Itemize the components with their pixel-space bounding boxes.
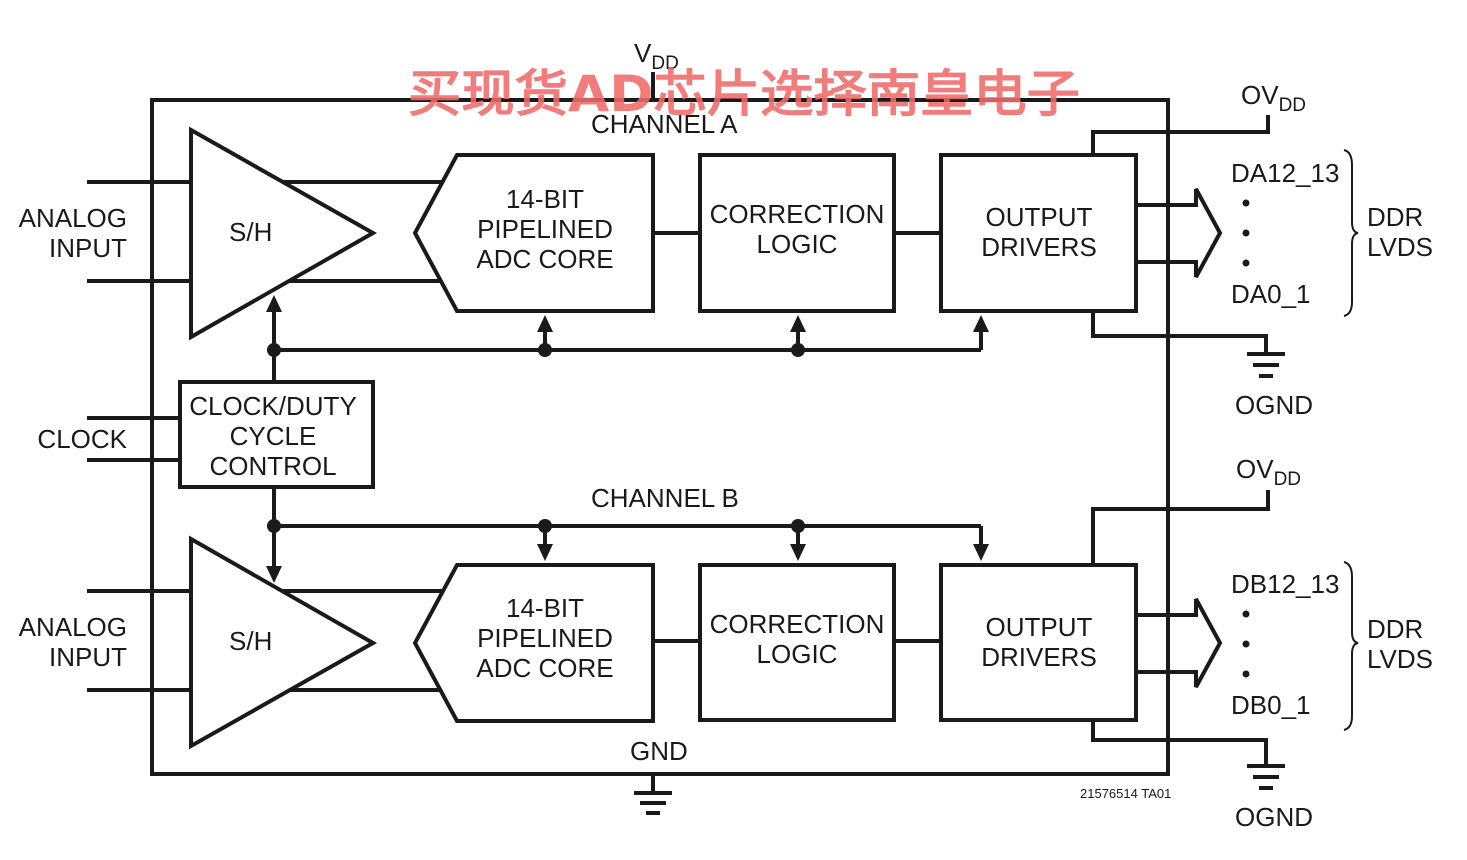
adc-core-a-label: 14-BIT PIPELINED ADC CORE	[476, 184, 613, 274]
ground-icon	[1247, 764, 1285, 790]
junction-dot	[791, 343, 805, 357]
svg-text:ANALOG: ANALOG	[19, 203, 127, 233]
correction-logic-a	[698, 153, 896, 313]
vdd-label: VDD	[634, 38, 679, 74]
junction-dot	[791, 519, 805, 533]
brace-icon	[1343, 561, 1359, 731]
svg-text:INPUT: INPUT	[49, 233, 127, 263]
sh-a-label: S/H	[229, 217, 272, 247]
arrow-up-icon	[973, 315, 989, 332]
clock-block-label: CLOCK/DUTY CYCLE CONTROL	[189, 391, 357, 481]
output-drivers-b	[939, 563, 1138, 722]
svg-text:CLOCK/DUTY: CLOCK/DUTY	[189, 391, 357, 421]
output-drivers-b-label: OUTPUT DRIVERS	[981, 612, 1097, 672]
svg-text:CYCLE: CYCLE	[230, 421, 317, 451]
output-drivers-a	[939, 153, 1138, 313]
svg-text:CORRECTION: CORRECTION	[710, 609, 885, 639]
arrow-down-icon	[537, 544, 553, 561]
chip-outline	[150, 98, 1170, 776]
svg-text:OUTPUT: OUTPUT	[986, 202, 1093, 232]
ellipsis-dots-icon	[1242, 199, 1250, 267]
correction-logic-b	[698, 563, 896, 722]
svg-text:LOGIC: LOGIC	[757, 639, 838, 669]
watermark: 买现货AD芯片选择南皇电子	[408, 65, 1080, 123]
ognd-b-wire	[1091, 720, 1268, 764]
ognd-a-wire	[1091, 311, 1268, 352]
arrow-down-icon	[266, 566, 282, 583]
sh-amplifier-a	[189, 126, 378, 341]
ovdd-b-wire	[1091, 490, 1270, 565]
out-b-top-label: DB12_13	[1231, 569, 1339, 599]
output-bus-arrow-b	[1136, 598, 1223, 688]
adc-core-b-label: 14-BIT PIPELINED ADC CORE	[476, 593, 613, 683]
svg-text:ADC CORE: ADC CORE	[476, 244, 613, 274]
svg-text:14-BIT: 14-BIT	[506, 184, 584, 214]
ognd-b-label: OGND	[1235, 802, 1313, 832]
out-a-top-label: DA12_13	[1231, 158, 1339, 188]
output-drivers-a-label: OUTPUT DRIVERS	[981, 202, 1097, 262]
correction-logic-b-label: CORRECTION LOGIC	[710, 609, 885, 669]
junction-dot	[267, 519, 281, 533]
sh-amplifier-b	[189, 535, 378, 750]
ognd-a-label: OGND	[1235, 390, 1313, 420]
bus-type-b: DDR LVDS	[1367, 614, 1433, 674]
correction-logic-a-label: CORRECTION LOGIC	[710, 199, 885, 259]
svg-text:PIPELINED: PIPELINED	[477, 214, 613, 244]
adc-core-a	[412, 153, 655, 313]
clock-duty-cycle-control	[178, 380, 375, 489]
sh-b-label: S/H	[229, 626, 272, 656]
ovdd-a-wire	[1091, 115, 1270, 155]
channel-a-title: CHANNEL A	[591, 109, 738, 139]
svg-text:DDR: DDR	[1367, 202, 1423, 232]
svg-text:DDR: DDR	[1367, 614, 1423, 644]
output-bus-arrow-a	[1136, 188, 1223, 278]
arrow-up-icon	[266, 295, 282, 312]
svg-text:ADC CORE: ADC CORE	[476, 653, 613, 683]
arrow-up-icon	[790, 315, 806, 332]
svg-text:OUTPUT: OUTPUT	[986, 612, 1093, 642]
brace-icon	[1343, 149, 1359, 317]
svg-text:INPUT: INPUT	[49, 642, 127, 672]
junction-dot	[538, 343, 552, 357]
svg-text:ANALOG: ANALOG	[19, 612, 127, 642]
adc-core-b	[412, 563, 655, 723]
junction-dot	[267, 343, 281, 357]
arrow-up-icon	[537, 315, 553, 332]
part-code: 21576514 TA01	[1080, 786, 1171, 801]
clock-pin-label: CLOCK	[37, 424, 127, 454]
svg-text:DRIVERS: DRIVERS	[981, 232, 1097, 262]
junction-dot	[538, 519, 552, 533]
svg-text:DRIVERS: DRIVERS	[981, 642, 1097, 672]
bus-type-a: DDR LVDS	[1367, 202, 1433, 262]
analog-input-b: ANALOG INPUT	[19, 612, 127, 672]
out-b-bottom-label: DB0_1	[1231, 690, 1311, 720]
svg-text:LOGIC: LOGIC	[757, 229, 838, 259]
ovdd-a-label: OVDD	[1241, 80, 1306, 116]
analog-input-a: ANALOG INPUT	[19, 203, 127, 263]
svg-text:PIPELINED: PIPELINED	[477, 623, 613, 653]
channel-b-title: CHANNEL B	[591, 483, 739, 513]
svg-text:LVDS: LVDS	[1367, 232, 1433, 262]
ground-icon	[634, 774, 672, 815]
svg-text:14-BIT: 14-BIT	[506, 593, 584, 623]
ovdd-b-label: OVDD	[1236, 454, 1301, 490]
ground-icon	[1247, 352, 1285, 378]
svg-text:LVDS: LVDS	[1367, 644, 1433, 674]
ellipsis-dots-icon	[1242, 610, 1250, 678]
out-a-bottom-label: DA0_1	[1231, 279, 1311, 309]
arrow-down-icon	[790, 544, 806, 561]
arrow-down-icon	[973, 544, 989, 561]
gnd-label: GND	[630, 736, 688, 766]
svg-text:CONTROL: CONTROL	[209, 451, 336, 481]
svg-text:CORRECTION: CORRECTION	[710, 199, 885, 229]
